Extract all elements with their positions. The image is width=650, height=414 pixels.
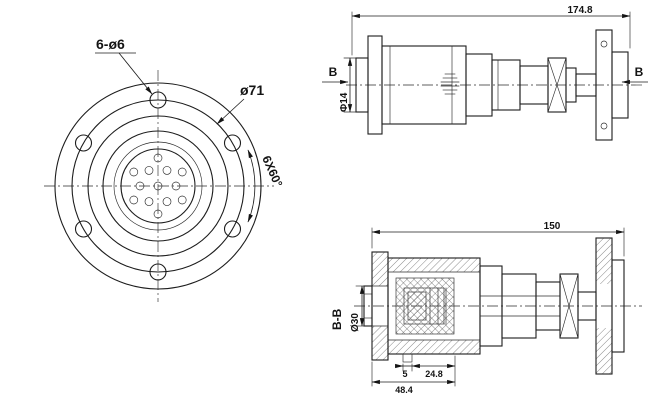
section-letter-left: B (329, 65, 338, 79)
bottom-dimensions: 5 24.8 48.4 (371, 355, 456, 395)
foot-width-label: 5 (402, 369, 407, 379)
bolt-circle-callout: ø71 (216, 82, 264, 125)
section-letter-right: B (635, 65, 644, 79)
flange-circles (54, 82, 262, 290)
length-dimension: 174.8 (351, 5, 631, 56)
bolt-holes (74, 91, 242, 281)
hole-pattern-label: 6X60° (259, 154, 285, 190)
pin-holes (129, 153, 187, 219)
section-body (363, 237, 625, 375)
pilot-diameter-label: Φ14 (339, 92, 350, 112)
section-length-label: 150 (544, 221, 561, 232)
length-dimension-label: 174.8 (567, 5, 592, 16)
insert-length-label: 48.4 (395, 385, 413, 395)
side-view: 174.8 B B Φ14 (322, 5, 648, 141)
tube-diameter-dimension: Ø30 (350, 285, 369, 332)
bolt-circle-label: ø71 (240, 82, 264, 98)
section-marker-left: B (322, 65, 349, 85)
front-view: 6-ø6 ø71 6X60° (44, 36, 285, 302)
hole-callout-label: 6-ø6 (96, 36, 125, 52)
section-marker-right: B (621, 65, 648, 85)
section-length-dimension: 150 (371, 221, 625, 257)
tube-diameter-label: Ø30 (350, 313, 361, 332)
side-view-body (355, 29, 629, 141)
vent-marks (440, 73, 460, 95)
section-view: 150 B-B Ø30 (330, 221, 642, 395)
insert-offset-label: 24.8 (425, 369, 443, 379)
hole-callout: 6-ø6 (95, 36, 153, 95)
section-view-label: B-B (330, 308, 344, 330)
